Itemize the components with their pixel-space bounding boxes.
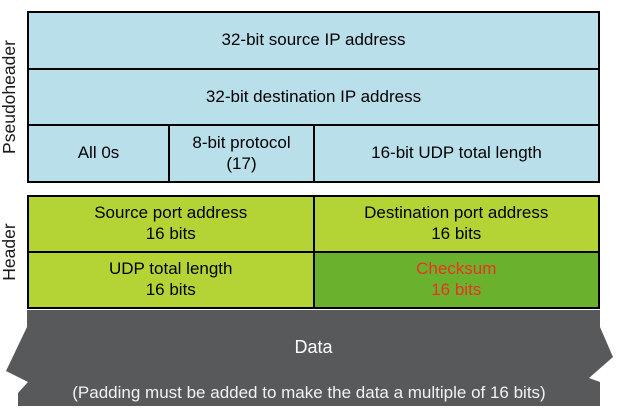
udp-header-row2: UDP total length 16 bits Checksum 16 bit… <box>29 251 598 307</box>
all-zeros-cell: All 0s <box>77 143 120 163</box>
destination-ip-cell: 32-bit destination IP address <box>29 67 598 125</box>
pseudoheader-section-label: Pseudoheader <box>0 40 19 154</box>
udp-total-length-line2: 16 bits <box>145 280 196 299</box>
checksum-line1: Checksum <box>416 259 497 279</box>
source-port-line2: 16 bits <box>145 224 196 243</box>
padding-note: (Padding must be added to make the data … <box>72 383 546 402</box>
checksum-cell: Checksum 16 bits <box>312 253 598 307</box>
pseudoheader-bottom-row: All 0s 8-bit protocol (17) 16-bit UDP to… <box>29 124 598 182</box>
protocol-cell-line1: 8-bit protocol <box>192 132 291 152</box>
source-ip-cell: 32-bit source IP address <box>221 29 406 49</box>
destination-port-line1: Destination port address <box>364 203 549 223</box>
destination-port-line2: 16 bits <box>431 224 482 243</box>
destination-port-cell: Destination port address 16 bits <box>312 197 599 251</box>
udp-total-length-line1: UDP total length <box>109 259 233 279</box>
checksum-line2: 16 bits <box>431 280 482 299</box>
udp-header-row1: Source port address 16 bits Destination … <box>29 197 598 251</box>
udp-total-length-pseudo-cell: 16-bit UDP total length <box>371 143 542 163</box>
udp-total-length-cell: UDP total length 16 bits <box>29 253 313 307</box>
header-section-label: Header <box>0 223 19 281</box>
udp-header-table: Source port address 16 bits Destination … <box>27 195 600 309</box>
protocol-cell-line2: (17) <box>226 153 257 173</box>
data-banner-shape <box>6 310 613 406</box>
protocol-cell: 8-bit protocol (17) <box>168 126 315 182</box>
pseudoheader-table: 32-bit source IP address 32-bit destinat… <box>27 11 600 183</box>
data-label: Data <box>294 337 333 357</box>
source-port-cell: Source port address 16 bits <box>29 197 313 251</box>
source-port-line1: Source port address <box>94 203 248 223</box>
